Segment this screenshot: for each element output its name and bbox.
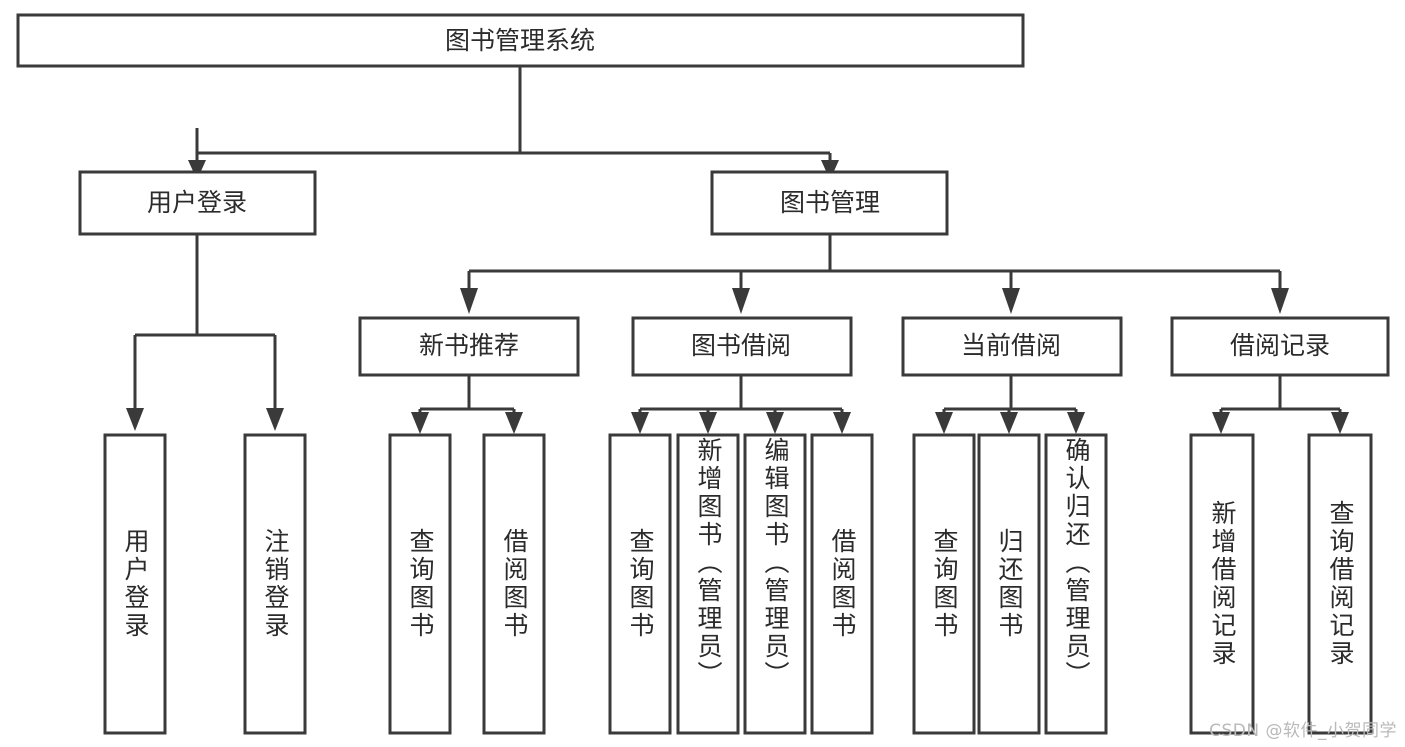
leaf-box-user-login-0[interactable] — [103, 433, 167, 735]
node-box-shape — [1170, 316, 1390, 377]
node-book-manage[interactable]: 图书管理 — [710, 170, 949, 236]
leaf-box-book-borrow-1[interactable] — [676, 433, 740, 735]
node-box-shape — [901, 316, 1123, 377]
arrow-head-icon — [1000, 412, 1018, 434]
node-box-shape — [631, 316, 853, 377]
arrow-head-icon — [411, 412, 429, 434]
leaf-box-borrow-record-0[interactable] — [1189, 433, 1255, 735]
connector-bookborrow-to-leaves — [631, 375, 851, 434]
node-box-shape — [358, 316, 580, 377]
arrow-head-icon — [699, 412, 717, 434]
leaf-group-new-book-recommend — [388, 433, 546, 735]
leaf-box-book-borrow-2[interactable] — [743, 433, 807, 735]
arrow-head-icon — [732, 288, 750, 314]
node-label-book-borrow: 图书借阅 — [691, 331, 791, 360]
node-label-borrow-record: 借阅记录 — [1230, 331, 1330, 360]
node-box-shape — [78, 170, 317, 236]
node-label-new-book-recommend: 新书推荐 — [419, 331, 519, 360]
arrow-head-icon — [126, 408, 144, 431]
leaf-box-current-borrow-0[interactable] — [912, 433, 976, 735]
node-box-shape — [16, 13, 1025, 68]
arrow-head-icon — [766, 412, 784, 434]
arrow-head-icon — [1002, 288, 1020, 314]
leaf-group-user-login — [103, 433, 307, 735]
connector-newbook-to-leaves — [411, 375, 523, 434]
node-book-borrow[interactable]: 图书借阅 — [631, 316, 853, 377]
node-label-current-borrow: 当前借阅 — [961, 331, 1061, 360]
leaf-group-book-borrow — [608, 433, 874, 735]
arrow-head-icon — [266, 408, 284, 431]
node-new-book-recommend[interactable]: 新书推荐 — [358, 316, 580, 377]
arrow-head-icon — [935, 412, 953, 434]
arrow-head-icon — [833, 412, 851, 434]
leaf-box-current-borrow-2[interactable] — [1044, 433, 1108, 735]
leaf-group-borrow-record — [1189, 433, 1373, 735]
connector-userlogin-to-leaves — [126, 234, 284, 431]
connector-currentborrow-to-leaves — [935, 375, 1085, 434]
arrow-head-icon — [1067, 412, 1085, 434]
arrow-head-icon — [1271, 288, 1289, 314]
node-box-shape — [710, 170, 949, 236]
node-label-book-manage: 图书管理 — [780, 188, 880, 217]
leaf-group-current-borrow — [912, 433, 1108, 735]
leaf-box-borrow-record-1[interactable] — [1307, 433, 1373, 735]
arrow-head-icon — [1212, 412, 1230, 434]
leaf-box-new-book-1[interactable] — [482, 433, 546, 735]
connector-bookmanage-to-level2 — [460, 234, 1289, 314]
node-current-borrow[interactable]: 当前借阅 — [901, 316, 1123, 377]
leaf-box-book-borrow-3[interactable] — [810, 433, 874, 735]
connector-borrowrecord-to-leaves — [1212, 375, 1349, 434]
node-root-system[interactable]: 图书管理系统 — [16, 13, 1025, 68]
arrow-head-icon — [1331, 412, 1349, 434]
node-label-user-login: 用户登录 — [147, 188, 247, 217]
leaf-box-new-book-0[interactable] — [388, 433, 452, 735]
arrow-head-icon — [505, 412, 523, 434]
connector-root-to-level1 — [188, 66, 839, 180]
leaf-box-user-login-1[interactable] — [243, 433, 307, 735]
arrow-head-icon — [460, 288, 478, 314]
arrow-head-icon — [821, 160, 839, 180]
arrow-head-icon — [631, 412, 649, 434]
node-user-login[interactable]: 用户登录 — [78, 170, 317, 236]
node-borrow-record[interactable]: 借阅记录 — [1170, 316, 1390, 377]
leaf-box-book-borrow-0[interactable] — [608, 433, 672, 735]
arrow-head-icon — [188, 160, 206, 180]
leaf-box-current-borrow-1[interactable] — [977, 433, 1041, 735]
node-label-root: 图书管理系统 — [445, 26, 595, 55]
